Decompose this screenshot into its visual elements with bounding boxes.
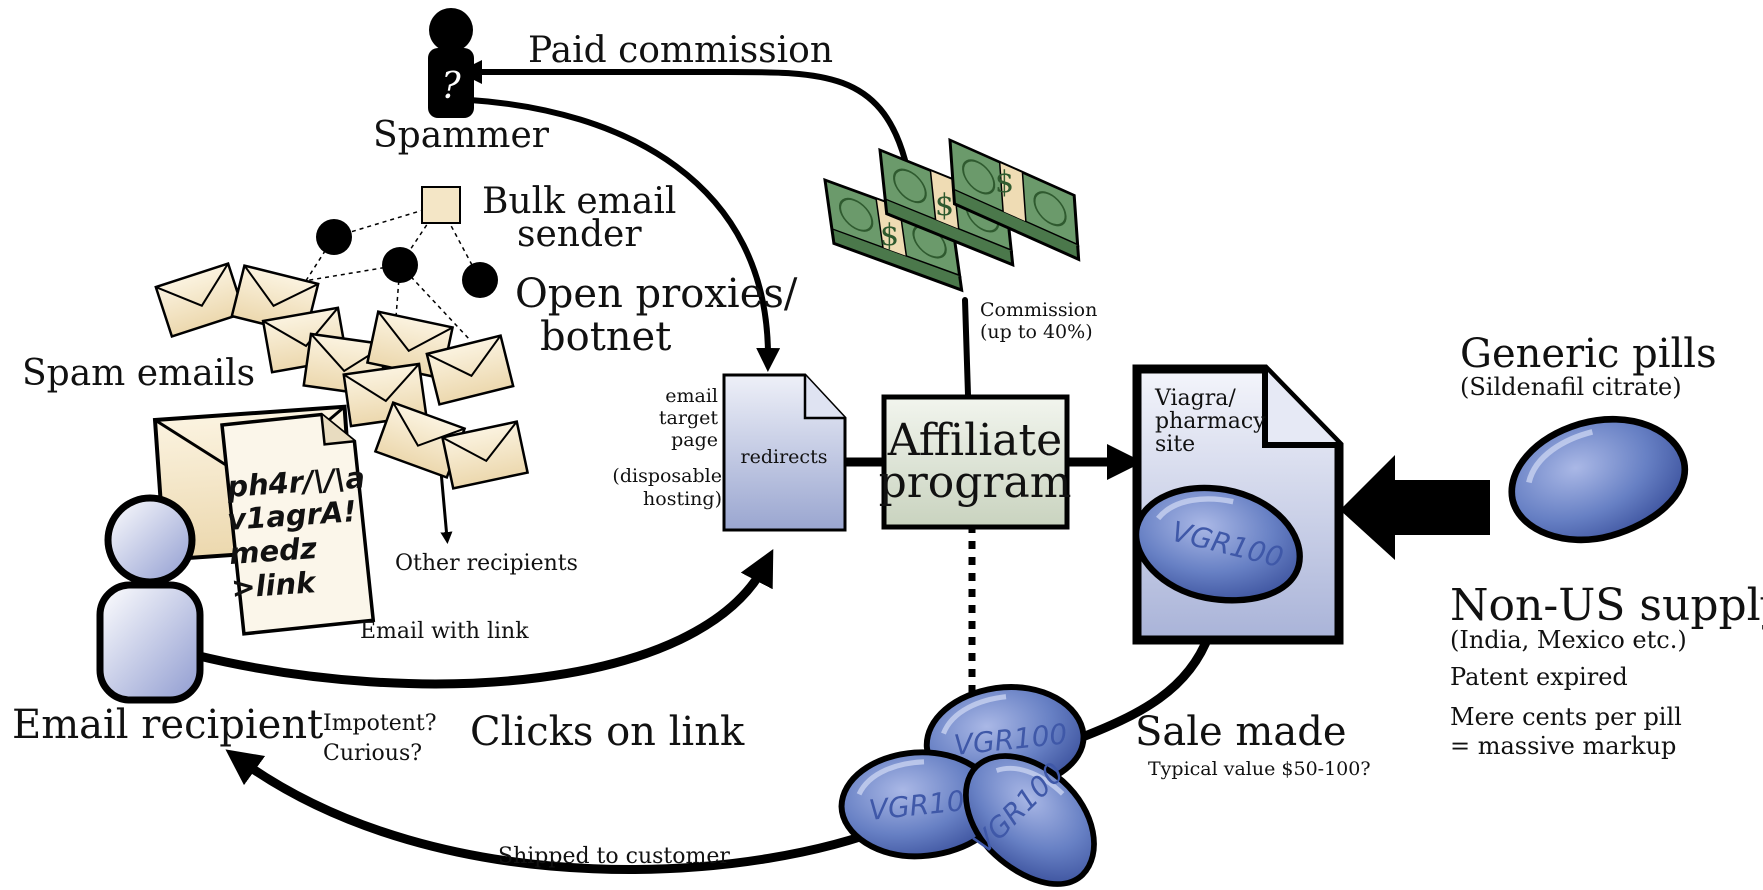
cash-bundle-icon: $ $ $	[823, 130, 1081, 309]
shipped-to-customer-label: Shipped to customer	[498, 844, 730, 869]
proxy-node	[382, 247, 418, 283]
bulk-email-sender-label-2: sender	[517, 214, 642, 255]
money-symbol: $	[880, 218, 899, 253]
disposable-hosting-label-1: (disposable	[612, 465, 722, 487]
pharmacy-site-label-1: Viagra/	[1154, 386, 1236, 411]
email-target-page-label-1: email	[665, 385, 718, 407]
pharmacy-site-document: VGR100	[1128, 364, 1344, 645]
bulk-email-sender-box	[421, 186, 461, 224]
clicks-on-link-label: Clicks on link	[470, 709, 745, 755]
sale-made-line	[1070, 627, 1215, 745]
spammer-to-target-arrow	[467, 97, 781, 372]
affiliate-program-label-1: Affiliate	[887, 415, 1062, 466]
sale-made-label: Sale made	[1135, 709, 1346, 755]
spammer-question-mark: ?	[441, 66, 461, 107]
affiliate-to-money-line	[962, 297, 971, 398]
patent-expired-label: Patent expired	[1450, 663, 1628, 691]
email-recipient-label: Email recipient	[12, 702, 323, 748]
target-page-document	[722, 373, 847, 532]
commission-label-1: Commission	[980, 299, 1097, 321]
india-mexico-label: (India, Mexico etc.)	[1450, 626, 1687, 654]
email-target-page-label-3: page	[671, 429, 718, 451]
generic-pill	[1497, 397, 1699, 562]
paid-commission-label: Paid commission	[528, 30, 833, 71]
money-symbol: $	[995, 165, 1014, 200]
supply-arrow	[1340, 455, 1490, 560]
commission-label-2: (up to 40%)	[980, 321, 1093, 343]
proxy-node	[462, 262, 498, 298]
spammer-head	[429, 8, 473, 52]
open-proxies-label-1: Open proxies/	[515, 271, 798, 317]
email-recipient-figure	[96, 494, 204, 704]
spam-emails-label: Spam emails	[22, 353, 255, 394]
email-letter	[220, 412, 376, 636]
generic-pills-label: Generic pills	[1460, 331, 1717, 377]
paid-commission-arrow	[458, 60, 908, 163]
clicks-on-link-arrow	[190, 549, 774, 689]
sildenafil-label: (Sildenafil citrate)	[1460, 373, 1682, 401]
typical-value-label: Typical value $50-100?	[1148, 758, 1371, 780]
disposable-hosting-label-2: hosting)	[643, 488, 722, 510]
affiliate-program-box	[881, 394, 1070, 530]
email-with-link-label: Email with link	[360, 619, 529, 644]
email-with-link: ph4r/\/\a v1agrA! medz >link	[152, 404, 376, 636]
proxy-node	[316, 219, 352, 255]
pill-pile: VGR100 VGR100 VGR100	[837, 674, 1121, 890]
open-proxies-label-2: botnet	[540, 314, 671, 360]
email-target-page-label-2: target	[659, 407, 718, 429]
person-silhouette-icon	[428, 48, 474, 118]
impotent-label: Impotent?	[323, 711, 437, 736]
pharmacy-site-label-2: pharmacy	[1155, 409, 1266, 434]
recipient-head	[104, 494, 196, 586]
email-line-4: >link	[230, 565, 318, 605]
shipped-arrow	[225, 749, 910, 874]
person-icon	[96, 581, 204, 704]
bulk-email-sender-label-1: Bulk email	[482, 181, 676, 222]
email-line-3: medz	[228, 531, 318, 571]
pharmacy-site-label-3: site	[1155, 432, 1195, 457]
redirects-label: redirects	[741, 446, 828, 468]
affiliate-program-label-2: program	[879, 457, 1072, 508]
other-recipients-label: Other recipients	[395, 551, 578, 576]
mere-cents-label: Mere cents per pill	[1450, 703, 1682, 731]
non-us-supply-label: Non-US supply	[1450, 580, 1763, 631]
massive-markup-label: = massive markup	[1450, 732, 1676, 760]
curious-label: Curious?	[323, 741, 422, 766]
spammer-label: Spammer	[373, 115, 550, 156]
money-symbol: $	[935, 188, 954, 223]
spammer-figure: ?	[428, 8, 474, 118]
